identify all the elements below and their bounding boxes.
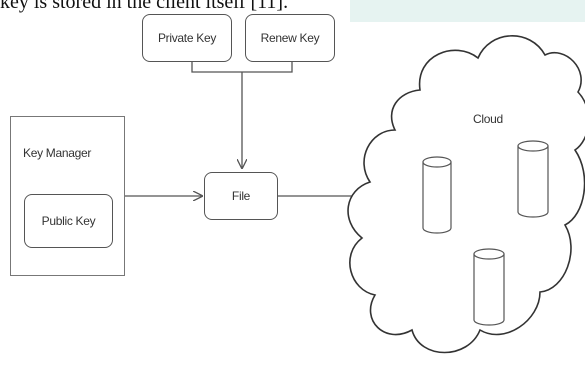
cloud-label: Cloud [473,112,503,126]
database-cylinder-3 [473,248,505,326]
key-bracket-connector [191,62,293,73]
database-cylinder-2 [517,140,549,218]
public-key-box: Public Key [24,194,113,248]
public-key-label: Public Key [41,214,96,228]
database-cylinder-1 [422,156,452,234]
file-box: File [204,172,278,220]
file-label: File [231,189,251,203]
renew-key-box: Renew Key [245,14,335,62]
caption-highlight [350,0,585,22]
private-key-label: Private Key [157,31,217,45]
key-manager-label: Key Manager [23,146,92,160]
caption-text: key is stored in the client itself [11]. [0,0,289,13]
cloud-shape [347,35,585,354]
renew-key-label: Renew Key [260,31,320,45]
private-key-box: Private Key [142,14,232,62]
